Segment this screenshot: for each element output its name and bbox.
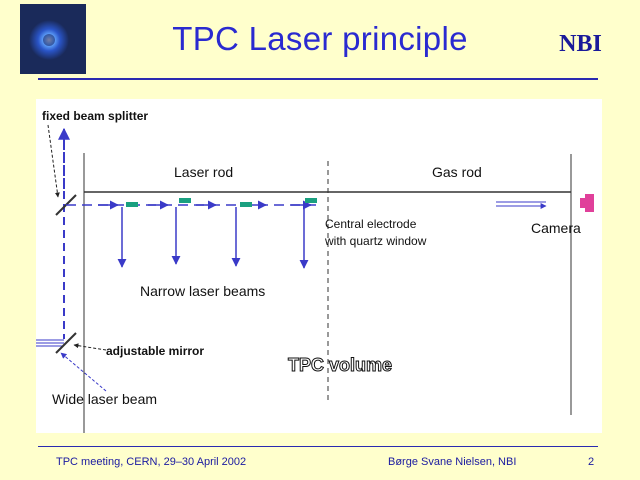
footer-page-number: 2 — [588, 456, 595, 468]
label-gas-rod: Gas rod — [432, 164, 482, 180]
mirror-marker-1 — [126, 202, 138, 207]
laser-diagram: fixed beam splitter Laser rod Gas rod Ce… — [36, 109, 594, 433]
footer-meeting: TPC meeting, CERN, 29–30 April 2002 — [56, 456, 247, 468]
label-fixed-beam-splitter: fixed beam splitter — [42, 109, 148, 123]
slide-title: TPC Laser principle — [172, 20, 468, 57]
camera-shape — [585, 194, 594, 212]
label-wide-laser-beam: Wide laser beam — [52, 391, 157, 407]
label-adjustable-mirror: adjustable mirror — [106, 344, 204, 358]
nbi-logo: NBI — [559, 31, 602, 57]
mirror-marker-3 — [240, 202, 252, 207]
label-central-electrode: Central electrode — [325, 217, 417, 231]
label-narrow-laser-beams: Narrow laser beams — [140, 283, 265, 299]
mirror-marker-4 — [305, 198, 317, 203]
label-camera: Camera — [531, 220, 581, 236]
camera-lens — [580, 198, 585, 208]
footer-rule — [38, 446, 598, 447]
laser-spot-image — [20, 4, 86, 74]
label-quartz-window: with quartz window — [324, 234, 427, 248]
footer-author: Børge Svane Nielsen, NBI — [388, 456, 517, 468]
header-rule — [38, 78, 598, 80]
splitter-pointer — [47, 124, 60, 198]
diagram-panel: fixed beam splitter Laser rod Gas rod Ce… — [36, 99, 602, 433]
label-tpc-volume: TPC volume — [288, 355, 392, 375]
label-laser-rod: Laser rod — [174, 164, 233, 180]
mirror-marker-2 — [179, 198, 191, 203]
adjustable-mirror-shape — [55, 332, 77, 354]
mirror-pointer — [73, 343, 107, 351]
